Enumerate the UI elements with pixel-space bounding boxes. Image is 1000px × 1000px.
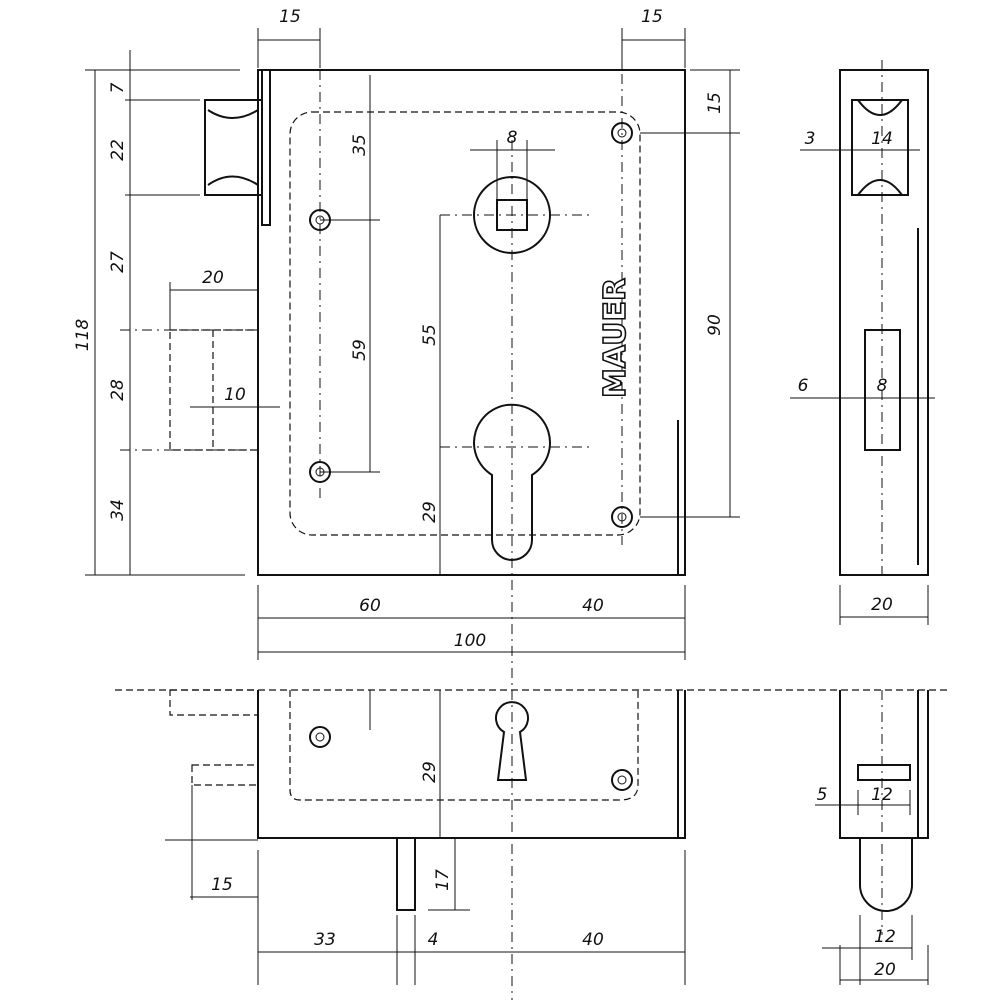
dim-latch-offset-bottom: 15	[211, 875, 233, 895]
dimension-labels: 15 15 7 22 27 28 34 118 20 10 35 59 55 2…	[73, 7, 896, 980]
dim-side-depth: 20	[871, 595, 893, 615]
dim-width-right: 40	[582, 596, 604, 616]
bolt	[396, 837, 416, 911]
dim-latch-offset: 3	[805, 129, 816, 149]
dim-key-edge: 40	[582, 930, 604, 950]
bottom-view	[165, 689, 686, 985]
dim-bottom-key: 29	[420, 761, 440, 783]
dim-left-34: 34	[108, 499, 128, 521]
dim-right-spacing: 90	[705, 314, 725, 336]
dim-bs-slot-width: 12	[871, 785, 893, 805]
forend-plate	[261, 70, 271, 226]
brand-logo: MAUER	[598, 278, 633, 398]
dim-total-width: 100	[454, 631, 486, 651]
dim-bolt-projection: 17	[433, 869, 453, 891]
dim-latch-width: 14	[871, 129, 893, 149]
dim-top-left: 15	[279, 7, 301, 27]
dim-left-28: 28	[108, 379, 128, 401]
dim-bolt-width: 4	[428, 930, 439, 950]
dim-width-left: 60	[359, 596, 381, 616]
dim-top-right: 15	[641, 7, 663, 27]
side-view	[790, 60, 935, 625]
dim-bolt-depth: 20	[202, 268, 224, 288]
dim-follower-key: 55	[420, 324, 440, 346]
dim-left-27: 27	[108, 251, 128, 273]
dim-slot-width: 8	[877, 376, 888, 396]
inner-plate-hidden	[289, 111, 641, 536]
keyhole-escutcheon	[495, 701, 529, 781]
dim-follower-square: 8	[507, 128, 518, 148]
lock-body-outline	[257, 69, 686, 576]
cylinder-keyhole	[473, 403, 551, 561]
dim-bs-knob-width: 12	[874, 927, 896, 947]
bottom-side-view	[815, 690, 929, 985]
dim-total-height: 118	[73, 319, 93, 352]
dim-bolt-offset: 10	[224, 385, 246, 405]
dim-key-height: 29	[420, 501, 440, 523]
dim-hole-top: 35	[350, 134, 370, 156]
dim-hole-spacing: 59	[350, 339, 370, 361]
dim-left-7: 7	[108, 82, 128, 93]
front-view: MAUER	[85, 28, 740, 1000]
dim-slot-offset: 6	[798, 376, 809, 396]
dim-left-22: 22	[108, 139, 128, 161]
dim-bs-slot-offset: 5	[817, 785, 828, 805]
dim-right-top: 15	[705, 92, 725, 114]
dim-bs-depth: 20	[874, 960, 896, 980]
latch-bolt	[204, 99, 263, 196]
mounting-holes	[309, 122, 633, 528]
dim-bolt-position: 33	[314, 930, 336, 950]
